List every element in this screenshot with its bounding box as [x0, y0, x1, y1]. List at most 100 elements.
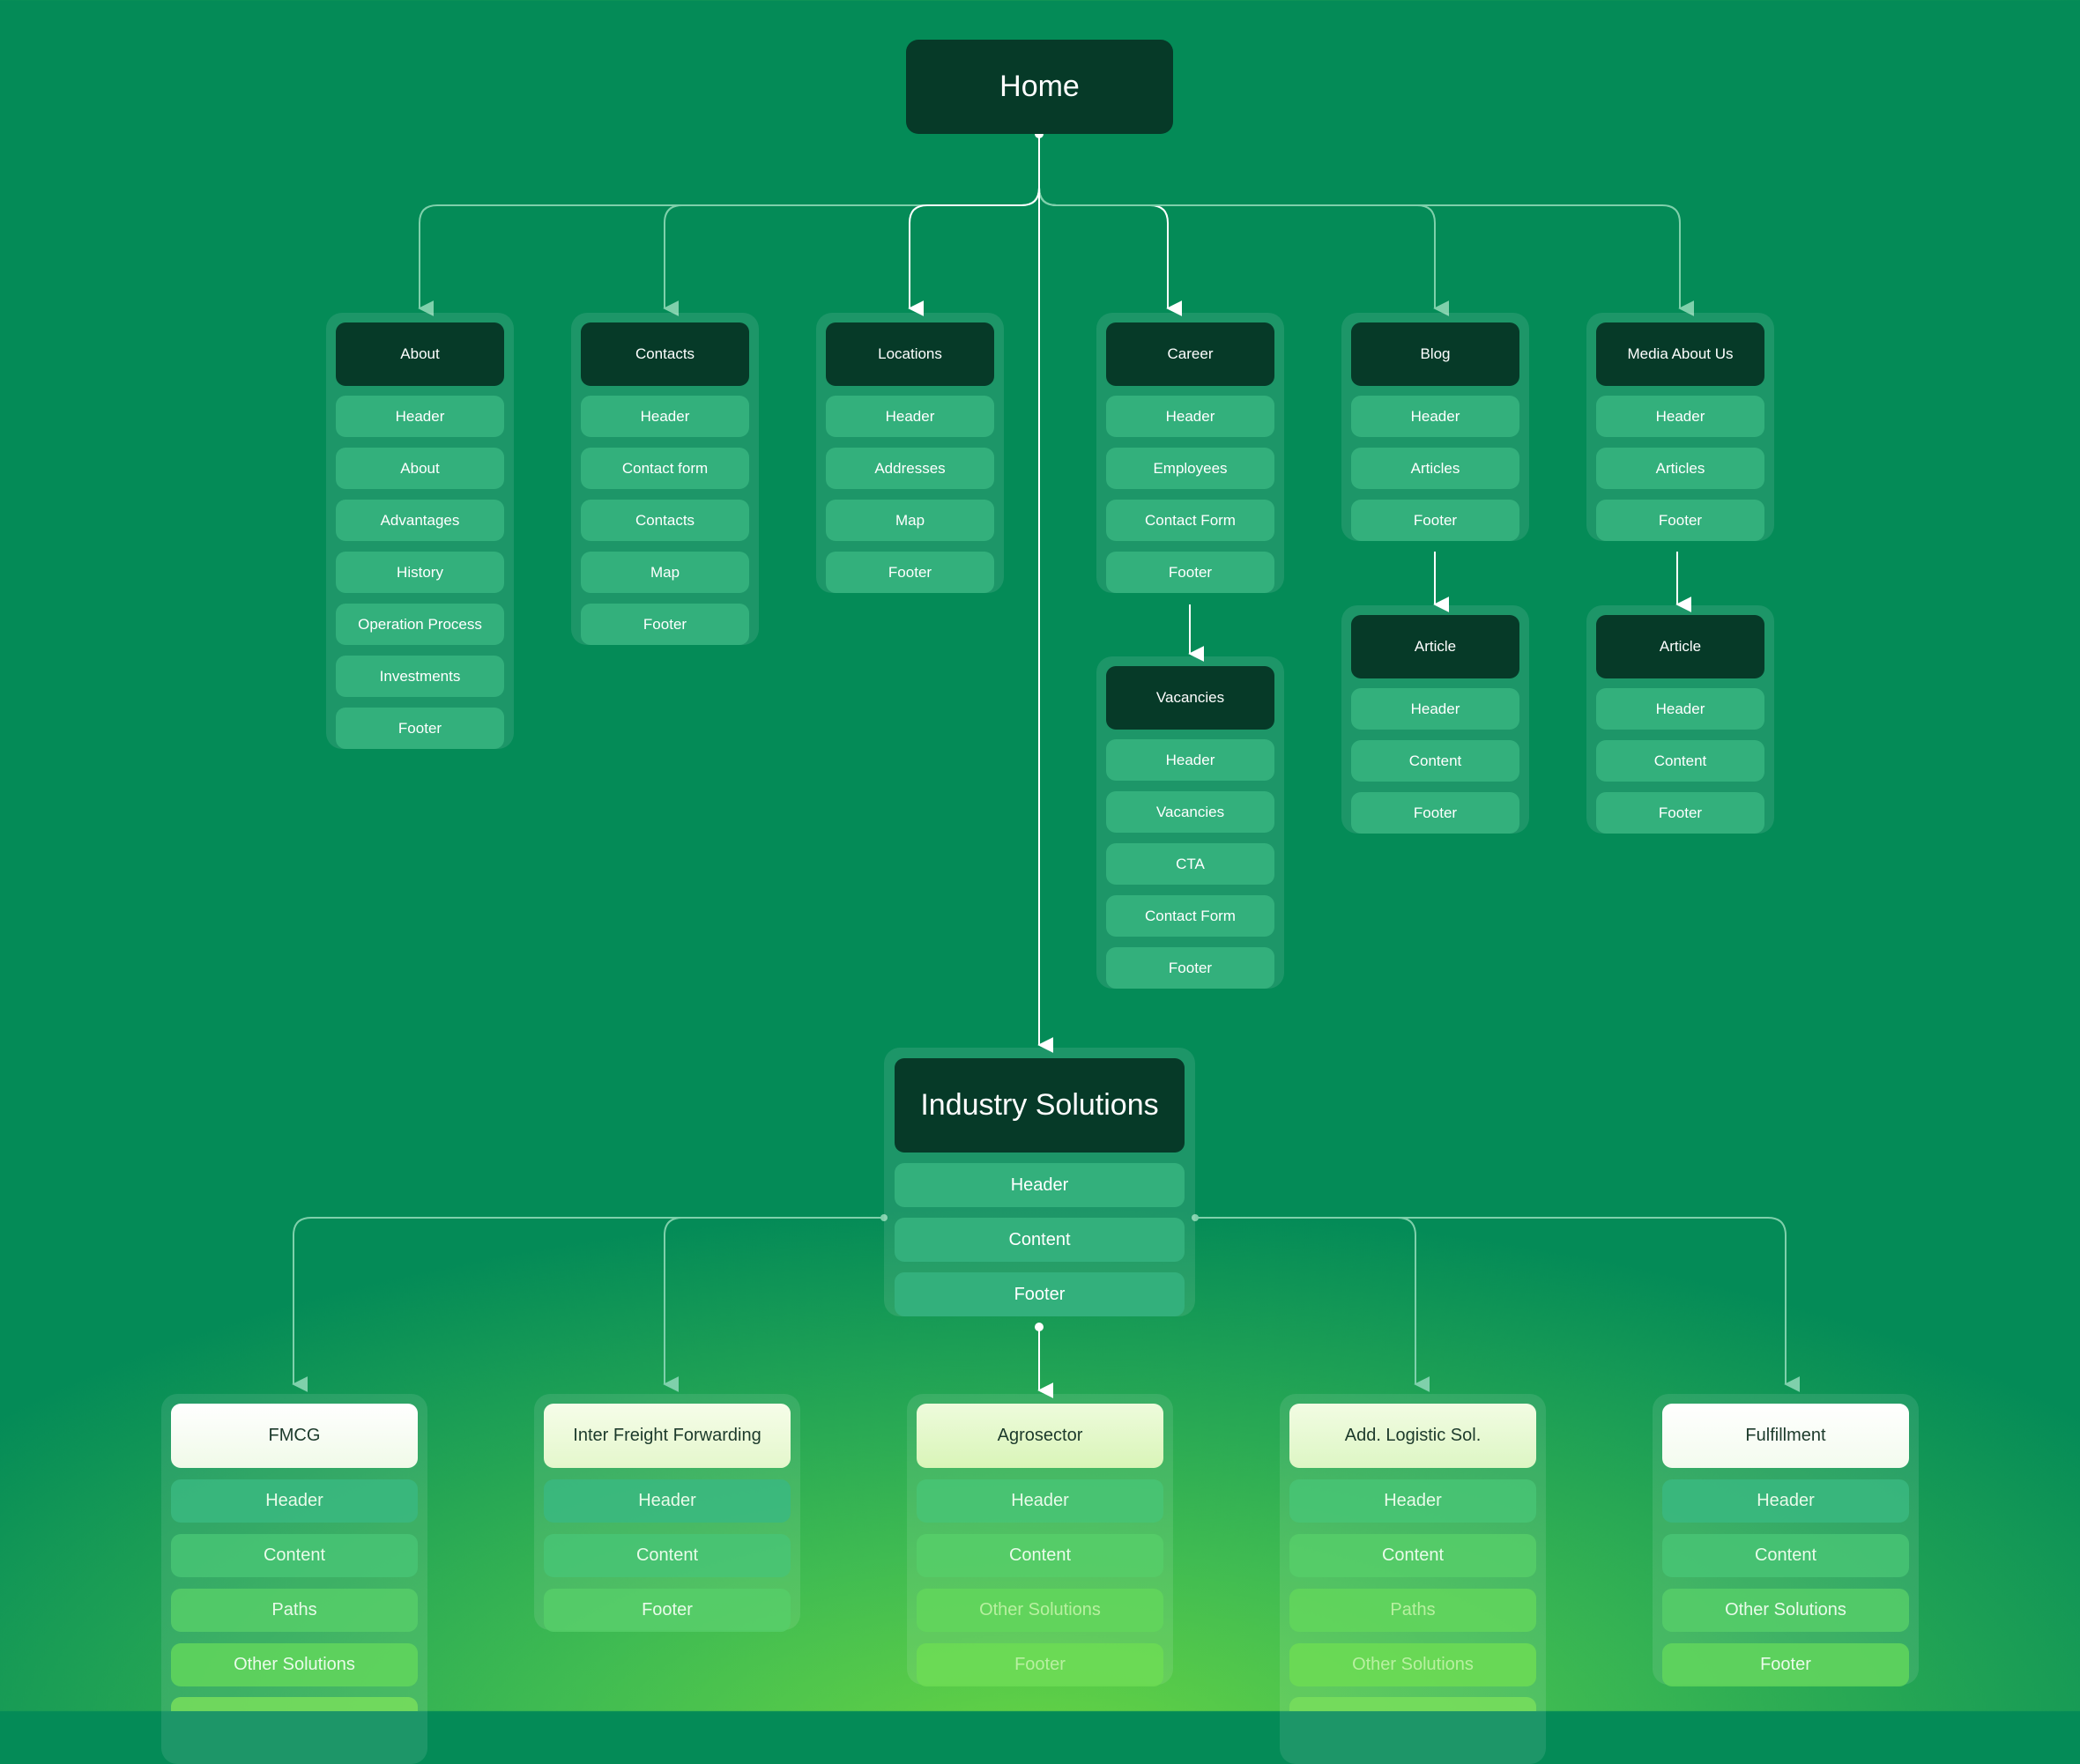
section-employees[interactable]: Employees: [1106, 448, 1274, 489]
section-about[interactable]: About: [336, 448, 504, 489]
page-blog-title-node[interactable]: Blog: [1351, 322, 1519, 386]
section-footer[interactable]: Footer: [895, 1272, 1185, 1316]
page-about-title: About: [400, 345, 440, 362]
section-content[interactable]: Content: [895, 1218, 1185, 1262]
section-header[interactable]: Header: [1106, 739, 1274, 781]
page-contacts-title-node[interactable]: Contacts: [581, 322, 749, 386]
section-header[interactable]: Header: [917, 1479, 1163, 1523]
section-header[interactable]: Header: [171, 1479, 418, 1523]
section-footer[interactable]: Footer: [1351, 792, 1519, 834]
link-industry-freight: [663, 1217, 884, 1392]
solution-fulfillment-title: Fulfillment: [1745, 1426, 1826, 1445]
section-header[interactable]: Header: [826, 396, 994, 437]
section-articles[interactable]: Articles: [1596, 448, 1764, 489]
section-header[interactable]: Header: [1106, 396, 1274, 437]
section-investments[interactable]: Investments: [336, 656, 504, 697]
section-history[interactable]: History: [336, 552, 504, 593]
link-industry-fmcg: [292, 1217, 884, 1392]
section-addresses[interactable]: Addresses: [826, 448, 994, 489]
section-footer[interactable]: Footer: [917, 1643, 1163, 1686]
industry-solutions-title-node[interactable]: Industry Solutions: [895, 1058, 1185, 1153]
section-footer[interactable]: Footer: [336, 708, 504, 749]
section-header[interactable]: Header: [1351, 688, 1519, 730]
section-header[interactable]: Header: [336, 396, 504, 437]
section-footer[interactable]: Footer: [1596, 792, 1764, 834]
section-other-solutions[interactable]: Other Solutions: [1289, 1643, 1536, 1686]
page-contacts-title: Contacts: [635, 345, 695, 362]
solution-inter-freight-forwarding-title-node[interactable]: Inter Freight Forwarding: [544, 1404, 791, 1468]
solution-agrosector-title-node[interactable]: Agrosector: [917, 1404, 1163, 1468]
section-content[interactable]: Content: [1351, 740, 1519, 782]
section-footer[interactable]: Footer: [544, 1589, 791, 1632]
section-footer[interactable]: Footer: [1351, 500, 1519, 541]
solution-add-logistic-sol-title-node[interactable]: Add. Logistic Sol.: [1289, 1404, 1536, 1468]
solution-fmcg-title-node[interactable]: FMCG: [171, 1404, 418, 1468]
section-contact-form[interactable]: Contact form: [581, 448, 749, 489]
section-operation-process[interactable]: Operation Process: [336, 604, 504, 645]
section-header[interactable]: Header: [1596, 396, 1764, 437]
section-content[interactable]: Content: [917, 1534, 1163, 1577]
section-paths[interactable]: Paths: [1289, 1589, 1536, 1632]
solution-agrosector-title: Agrosector: [997, 1426, 1083, 1445]
section-header[interactable]: Header: [1289, 1479, 1536, 1523]
section-footer[interactable]: Footer: [1662, 1643, 1909, 1686]
section-contact-form[interactable]: Contact Form: [1106, 895, 1274, 937]
section-header[interactable]: Header: [1351, 396, 1519, 437]
section-footer[interactable]: Footer: [826, 552, 994, 593]
section-header[interactable]: Header: [895, 1163, 1185, 1207]
subpage-article-1-title: Article: [1414, 638, 1457, 655]
section-other-solutions[interactable]: Other Solutions: [171, 1643, 418, 1686]
section-content[interactable]: Content: [544, 1534, 791, 1577]
section-other-solutions[interactable]: Other Solutions: [917, 1589, 1163, 1632]
section-other-solutions[interactable]: Other Solutions: [1662, 1589, 1909, 1632]
solution-fulfillment-title-node[interactable]: Fulfillment: [1662, 1404, 1909, 1468]
section-partial: [171, 1697, 418, 1711]
page-career-title: Career: [1167, 345, 1214, 362]
section-footer[interactable]: Footer: [1106, 552, 1274, 593]
industry-solutions-title: Industry Solutions: [920, 1088, 1159, 1122]
page-career-title-node[interactable]: Career: [1106, 322, 1274, 386]
subpage-article-2-title-node[interactable]: Article: [1596, 615, 1764, 678]
subpage-article-1-title-node[interactable]: Article: [1351, 615, 1519, 678]
page-locations-title-node[interactable]: Locations: [826, 322, 994, 386]
section-contact-form[interactable]: Contact Form: [1106, 500, 1274, 541]
solution-inter-freight-forwarding-title: Inter Freight Forwarding: [573, 1426, 761, 1445]
solution-fmcg-title: FMCG: [268, 1426, 321, 1445]
section-header[interactable]: Header: [544, 1479, 791, 1523]
section-vacancies[interactable]: Vacancies: [1106, 791, 1274, 833]
section-content[interactable]: Content: [171, 1534, 418, 1577]
section-paths[interactable]: Paths: [171, 1589, 418, 1632]
page-locations-title: Locations: [878, 345, 942, 362]
section-content[interactable]: Content: [1596, 740, 1764, 782]
solution-add-logistic-sol-title: Add. Logistic Sol.: [1344, 1426, 1482, 1445]
section-header[interactable]: Header: [1662, 1479, 1909, 1523]
page-about-title-node[interactable]: About: [336, 322, 504, 386]
section-content[interactable]: Content: [1289, 1534, 1536, 1577]
link-industry-fulfillment: [1195, 1217, 1801, 1392]
section-articles[interactable]: Articles: [1351, 448, 1519, 489]
section-cta[interactable]: CTA: [1106, 843, 1274, 885]
section-advantages[interactable]: Advantages: [336, 500, 504, 541]
section-header[interactable]: Header: [581, 396, 749, 437]
section-footer[interactable]: Footer: [1596, 500, 1764, 541]
home-node[interactable]: Home: [906, 40, 1173, 134]
connector-lines: [292, 130, 1801, 1398]
section-map[interactable]: Map: [581, 552, 749, 593]
section-header[interactable]: Header: [1596, 688, 1764, 730]
page-media-about-us-title-node[interactable]: Media About Us: [1596, 322, 1764, 386]
link-home-media: [1038, 187, 1695, 316]
section-footer[interactable]: Footer: [581, 604, 749, 645]
section-contacts[interactable]: Contacts: [581, 500, 749, 541]
section-footer[interactable]: Footer: [1106, 947, 1274, 989]
section-map[interactable]: Map: [826, 500, 994, 541]
subpage-vacancies-0-title-node[interactable]: Vacancies: [1106, 666, 1274, 730]
section-content[interactable]: Content: [1662, 1534, 1909, 1577]
